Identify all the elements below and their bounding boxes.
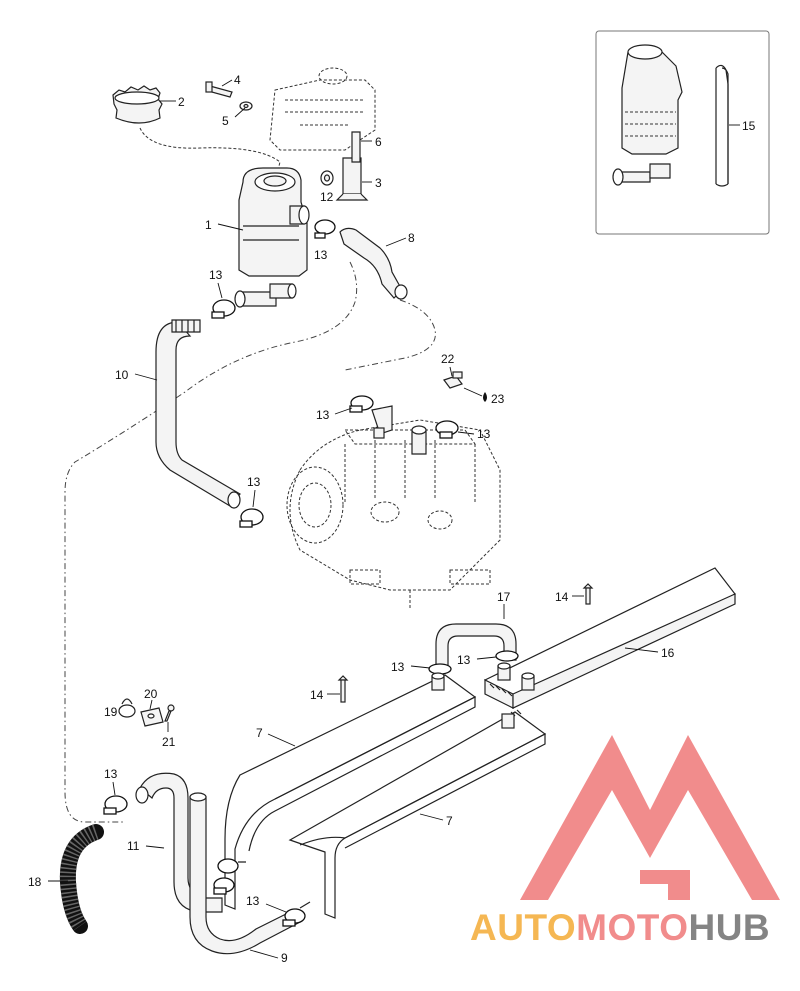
callout-13-hose11: 13 [104,767,118,781]
clamp-engine-left [349,395,374,413]
hose-part-8 [339,227,408,300]
heat-exchanger-part-7-upper [224,672,477,910]
callout-14-top: 14 [555,590,569,604]
grommet-part-12 [320,170,334,186]
callout-9: 9 [281,951,288,965]
callout-23: 23 [491,392,505,406]
sealant-drop-icon [483,392,487,402]
callout-21: 21 [162,735,176,749]
callout-13-hose10: 13 [247,475,261,489]
callout-5: 5 [222,114,229,128]
callout-7-upper: 7 [256,726,263,740]
callout-17: 17 [497,590,511,604]
callout-12: 12 [320,190,334,204]
callout-8: 8 [408,231,415,245]
automotohub-watermark: AUTOMOTOHUB [470,735,780,948]
callout-2: 2 [178,95,185,109]
engine-fitting-right [411,425,427,455]
bracket-part-3 [335,131,369,201]
callout-18: 18 [28,875,42,889]
callout-13-17-left: 13 [391,660,405,674]
screw-part-21 [164,704,175,722]
callout-6: 6 [375,135,382,149]
rivet-part-14-mid [337,675,349,703]
ghost-hose-route [64,261,358,823]
watermark-text-auto: AUTO [470,907,576,948]
heat-exchanger-part-7-lower [288,709,547,919]
corrugated-hose-part-18 [59,824,104,934]
overflow-hose-part-15 [715,64,729,187]
callout-22: 22 [441,352,455,366]
hose-part-11 [135,772,223,913]
coolant-tank-part-1 [234,167,310,308]
clamps-lower-group [213,858,311,927]
inset-tank [612,44,683,186]
inset-panel: 15 [595,30,770,235]
callout-10: 10 [115,368,129,382]
callout-19: 19 [104,705,118,719]
watermark-logo-mark [520,735,780,900]
washer-part-5 [239,101,253,111]
watermark-text-hub: HUB [688,907,770,948]
clamp-tank-right [314,219,336,239]
ghost-tank-outline [139,67,376,183]
temperature-sensor-part-22 [443,371,463,389]
callout-14-mid: 14 [310,688,324,702]
callout-16: 16 [661,646,675,660]
callout-13-17-right: 13 [457,653,471,667]
callout-13-engine-right: 13 [477,427,491,441]
clamp-hose10-bottom [239,508,264,528]
clamp-tank-bottom [211,299,236,319]
clamp-hose11-top [103,795,128,815]
radiator-cap-part-2 [112,85,163,124]
callout-20: 20 [144,687,158,701]
watermark-text-moto: MOTO [576,907,688,948]
callout-11: 11 [127,839,140,853]
callout-1: 1 [205,218,212,232]
clip-part-19 [118,698,136,718]
engine-fitting-left [371,405,393,439]
clamp-engine-right [435,420,459,439]
callout-4: 4 [234,73,241,87]
ghost-hose-route-2 [344,299,436,371]
callout-13-tank-bottom: 13 [209,268,223,282]
callout-15: 15 [742,119,756,133]
callout-7-lower: 7 [446,814,453,828]
bolt-part-4 [205,81,233,98]
heat-exchanger-part-16 [483,567,736,709]
svg-text:AUTOMOTOHUB: AUTOMOTOHUB [470,907,770,948]
rivet-part-14-top [582,583,594,605]
clamp-17-right [495,650,519,662]
callout-13-engine-left: 13 [316,408,330,422]
callout-13-tank-right: 13 [314,248,328,262]
hose-part-10 [155,319,241,509]
engine-ghost [286,419,501,610]
callout-3: 3 [375,176,382,190]
bracket-part-20 [140,707,164,727]
clamp-17-left [428,663,452,675]
callout-13-lower: 13 [246,894,260,908]
